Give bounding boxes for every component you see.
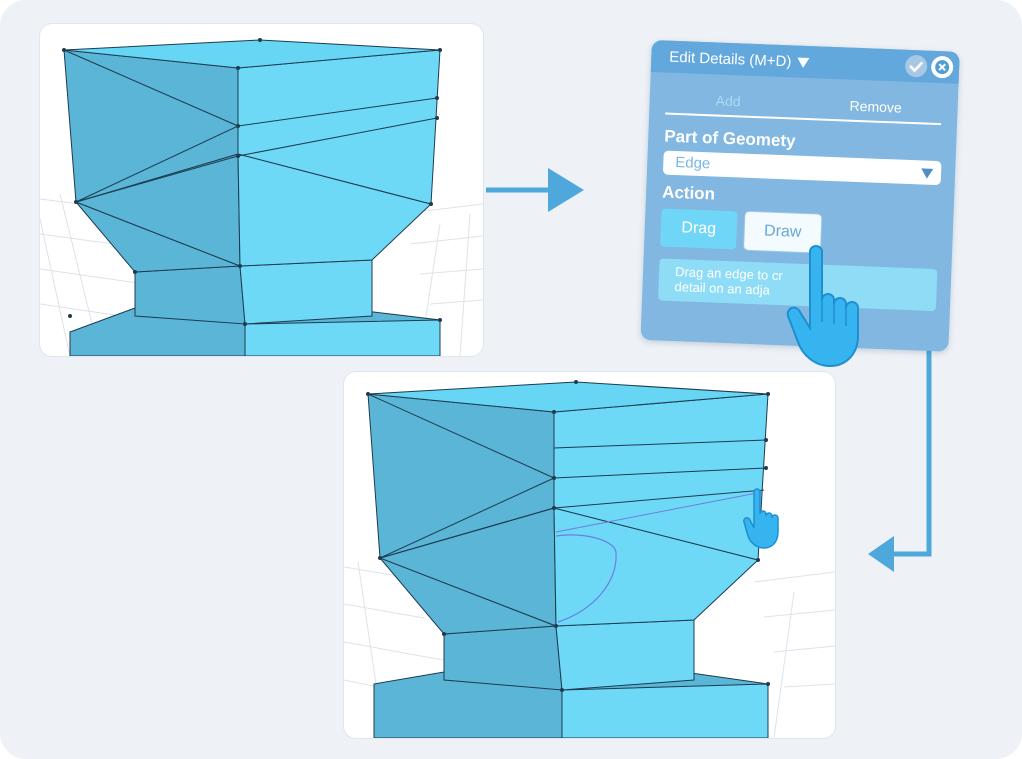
checkmark-icon: [909, 61, 924, 73]
drawn-detail-curve: [555, 534, 617, 623]
hint-line-2: detail on an adja: [674, 279, 771, 298]
close-button[interactable]: [930, 55, 954, 79]
pointing-hand-icon: [742, 486, 790, 552]
mesh-vertices: [62, 38, 442, 326]
mesh-vertices: [366, 380, 770, 692]
caret-down-icon[interactable]: [797, 57, 810, 69]
model-before: [40, 38, 483, 356]
tab-add[interactable]: Add: [715, 92, 741, 110]
tab-remove[interactable]: Remove: [849, 97, 903, 116]
geometry-label: Part of Geomety: [663, 126, 796, 151]
arrow-left-icon: [868, 344, 932, 572]
panel-header[interactable]: Edit Details (M+D): [650, 40, 960, 84]
panel-title-text: Edit Details (M+D): [669, 48, 792, 71]
geometry-select[interactable]: Edge: [662, 150, 942, 186]
model-mesh: [367, 381, 769, 738]
edit-details-panel: Edit Details (M+D) Add Remove Part of Ge…: [640, 40, 960, 352]
arrow-right-icon: [486, 168, 584, 212]
confirm-button[interactable]: [904, 54, 928, 78]
chevron-down-icon: [920, 168, 934, 179]
model-after: [344, 380, 835, 738]
viewport-after: [344, 372, 835, 738]
edit-details-panel-wrapper: Edit Details (M+D) Add Remove Part of Ge…: [640, 40, 964, 368]
panel-title: Edit Details (M+D): [669, 49, 810, 71]
viewport-before: [40, 24, 483, 356]
drawn-detail-edge: [555, 491, 763, 533]
geometry-select-value: Edge: [674, 153, 711, 173]
model-mesh: [63, 39, 441, 356]
close-icon: [935, 60, 950, 75]
pointing-hand-icon: [780, 244, 876, 370]
action-label: Action: [661, 182, 716, 204]
drag-button[interactable]: Drag: [660, 208, 738, 250]
